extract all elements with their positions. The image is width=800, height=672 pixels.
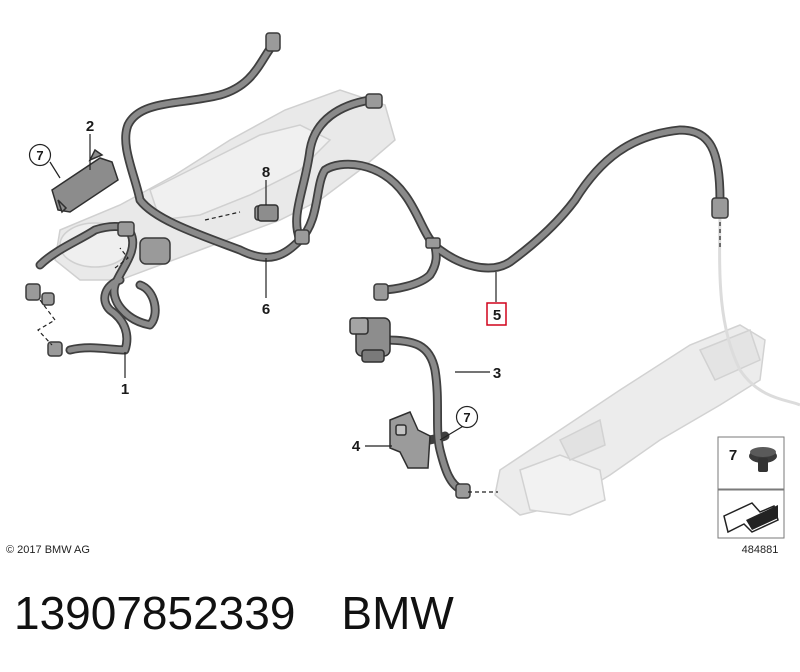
part-caption: 13907852339 BMW [14,586,454,640]
ghost-air-duct [494,199,800,516]
rubber-grommet-icon [749,447,777,472]
circled-callout-7a: 7 [36,148,43,163]
parts-diagram: 1 2 3 4 5 6 8 7 7 7 484881 © 2017 BMW AG [6,32,800,556]
callout-6: 6 [262,301,270,318]
callout-1: 1 [121,381,129,398]
callout-5-highlight-box [486,302,507,326]
copyright: © 2017 BMW AG [6,544,90,556]
circled-callout-7b: 7 [463,410,470,425]
callout-5: 5 [493,307,501,324]
clip-bracket [51,148,119,214]
hoses [35,37,725,495]
purge-valve [349,317,391,363]
connectors [25,32,729,499]
leader-lines [49,134,497,447]
circled-callout-7b-ring [455,405,479,429]
legend-panel: 7 484881 [717,436,785,556]
brand-name: BMW [341,587,454,639]
bracket [389,411,431,469]
quick-connector [257,204,279,222]
callout-8: 8 [262,164,270,181]
callout-4: 4 [352,438,361,455]
dashed-leaders [37,211,721,493]
part-number: 13907852339 [14,587,296,639]
callout-3: 3 [493,365,501,382]
legend-item-number: 7 [729,447,737,464]
reference-arrow-icon [723,502,779,534]
diagram-id: 484881 [742,544,779,556]
callout-2: 2 [86,118,94,135]
circled-callout-7a-ring [28,143,52,167]
